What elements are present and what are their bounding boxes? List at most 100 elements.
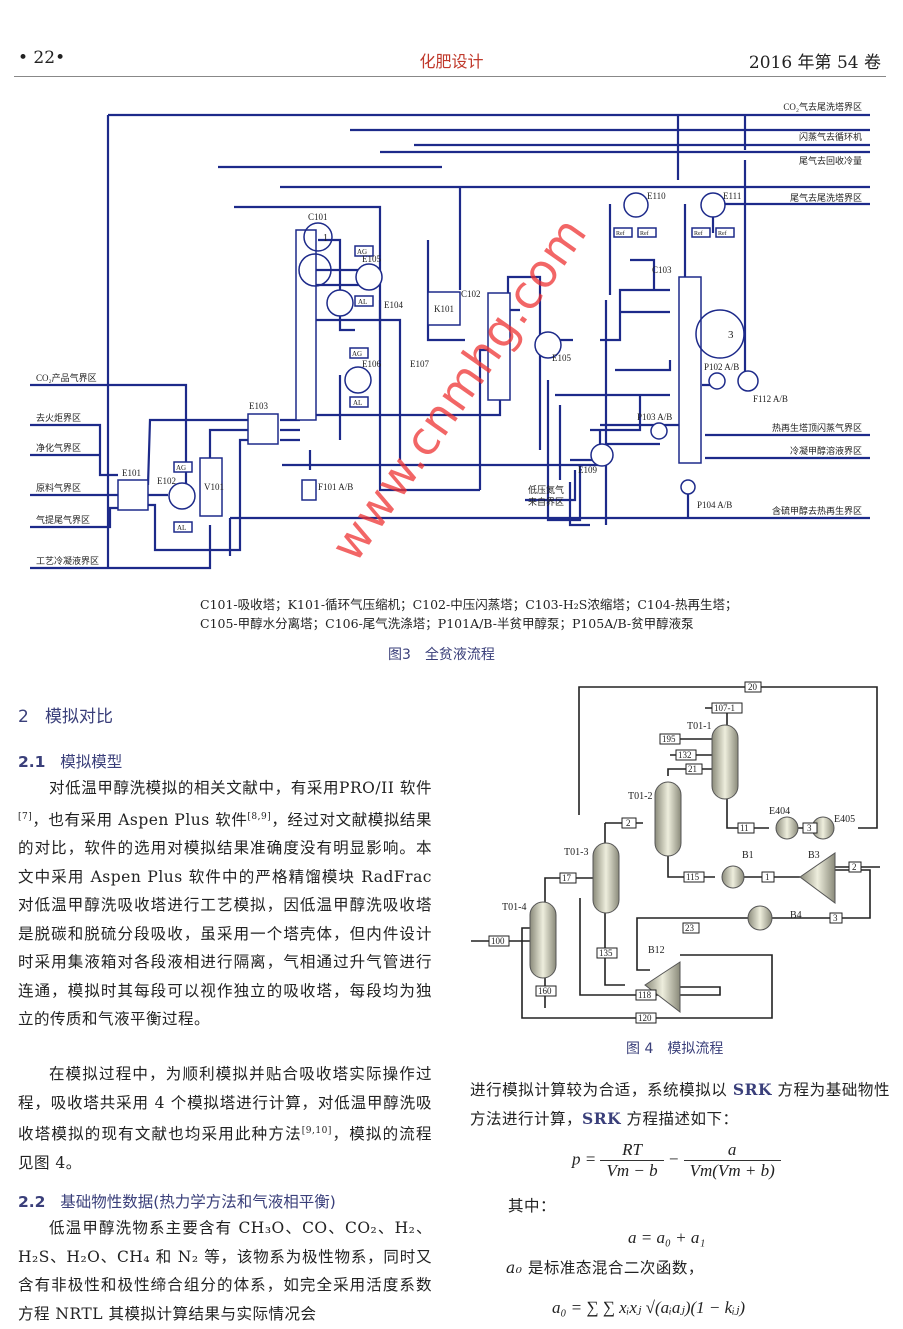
stream-2a: 2 bbox=[621, 817, 637, 829]
heater-b1 bbox=[721, 865, 745, 889]
stream-11: 11 bbox=[737, 822, 755, 834]
column-t01-2 bbox=[654, 781, 682, 857]
svg-text:闪蒸气去循环机: 闪蒸气去循环机 bbox=[799, 131, 862, 142]
splitter-b3 bbox=[799, 852, 836, 904]
stream-118: 118 bbox=[635, 989, 657, 1001]
svg-text:T01-2: T01-2 bbox=[628, 791, 652, 802]
e106-exchanger bbox=[344, 366, 372, 394]
stream-100: 100 bbox=[488, 935, 510, 947]
svg-text:V101: V101 bbox=[204, 482, 224, 492]
svg-text:1: 1 bbox=[323, 233, 328, 244]
svg-text:E105: E105 bbox=[362, 254, 381, 264]
svg-text:含硫甲醇去热再生界区: 含硫甲醇去热再生界区 bbox=[772, 505, 862, 516]
svg-text:Ref: Ref bbox=[718, 230, 727, 237]
svg-text:3: 3 bbox=[728, 329, 734, 341]
svg-text:115: 115 bbox=[686, 872, 700, 882]
figure3-caption: 图3 全贫液流程 bbox=[388, 647, 495, 663]
svg-text:尾气去回收冷量: 尾气去回收冷量 bbox=[799, 155, 862, 166]
svg-text:100: 100 bbox=[491, 936, 505, 946]
svg-text:F112 A/B: F112 A/B bbox=[753, 394, 788, 404]
svg-text:2: 2 bbox=[626, 818, 631, 828]
svg-text:低压氮气: 低压氮气 bbox=[528, 484, 564, 495]
journal-issue: 2016 年第 54 卷 bbox=[748, 53, 881, 73]
stream-195: 195 bbox=[659, 733, 681, 745]
svg-text:20: 20 bbox=[748, 682, 758, 692]
stream-3b: 3 bbox=[829, 912, 843, 924]
heater-b4 bbox=[747, 905, 773, 931]
e110-cooler bbox=[623, 192, 649, 218]
svg-text:E105: E105 bbox=[552, 353, 571, 363]
svg-text:AG: AG bbox=[357, 248, 367, 256]
journal-title: 化肥设计 bbox=[419, 52, 484, 71]
svg-text:工艺冷凝液界区: 工艺冷凝液界区 bbox=[36, 555, 99, 566]
figure4-simulation-flow: T01-1 T01-2 T01-3 T01-4 E404 E405 B1 B3 … bbox=[471, 681, 880, 1024]
svg-text:132: 132 bbox=[678, 750, 692, 760]
paragraph-srk: 进行模拟计算较为合适，系统模拟以 SRK 方程为基础物性方法进行计算，SRK 方… bbox=[470, 1080, 890, 1128]
e105-exchanger bbox=[355, 263, 383, 291]
stream-20: 20 bbox=[744, 681, 762, 693]
svg-text:Ref: Ref bbox=[694, 230, 703, 237]
e101-exchanger bbox=[117, 479, 149, 511]
p102-pump bbox=[708, 372, 726, 390]
svg-text:195: 195 bbox=[662, 734, 676, 744]
stream-1: 1 bbox=[761, 871, 775, 883]
equation-a0: a₀ = ∑ ∑ xᵢxⱼ √(aᵢaⱼ)(1 − kᵢⱼ) bbox=[552, 1298, 745, 1317]
stream-120: 120 bbox=[635, 1012, 657, 1024]
v101-vessel bbox=[199, 457, 223, 517]
svg-text:E102: E102 bbox=[157, 476, 176, 486]
svg-text:107-1: 107-1 bbox=[714, 703, 735, 713]
stream-21: 21 bbox=[685, 763, 703, 775]
svg-text:气提尾气界区: 气提尾气界区 bbox=[36, 514, 90, 525]
svg-text:B1: B1 bbox=[742, 850, 754, 861]
p104-pump bbox=[680, 479, 696, 495]
c101-column bbox=[295, 229, 317, 421]
svg-text:AL: AL bbox=[358, 298, 367, 306]
svg-text:E405: E405 bbox=[834, 814, 855, 825]
svg-text:AL: AL bbox=[353, 399, 362, 407]
subsection-2-2-heading: 2.2 基础物性数据(热力学方法和气液相平衡) bbox=[18, 1193, 336, 1211]
svg-text:冷凝甲醇溶液界区: 冷凝甲醇溶液界区 bbox=[790, 445, 862, 456]
svg-text:CO₂产品气界区: CO₂产品气界区 bbox=[36, 372, 97, 383]
e109-exchanger bbox=[590, 443, 614, 467]
svg-text:原料气界区: 原料气界区 bbox=[36, 482, 81, 493]
svg-text:E109: E109 bbox=[578, 465, 597, 475]
svg-text:AG: AG bbox=[176, 464, 186, 472]
equation-a: a = a₀ + a₁ bbox=[628, 1228, 706, 1247]
svg-text:K101: K101 bbox=[434, 304, 454, 314]
svg-text:P104 A/B: P104 A/B bbox=[697, 500, 732, 510]
svg-text:1: 1 bbox=[765, 872, 770, 882]
svg-text:3: 3 bbox=[807, 823, 812, 833]
svg-text:B4: B4 bbox=[790, 910, 802, 921]
page-number: • 22• bbox=[18, 48, 66, 68]
svg-text:160: 160 bbox=[538, 986, 552, 996]
k101-compressor bbox=[427, 291, 461, 326]
svg-text:来自界区: 来自界区 bbox=[528, 496, 564, 507]
section-heading: 2 模拟对比 bbox=[18, 707, 114, 727]
e105-right-exchanger bbox=[534, 331, 562, 359]
svg-text:3: 3 bbox=[833, 913, 838, 923]
svg-text:E404: E404 bbox=[769, 806, 790, 817]
stream-2b: 2 bbox=[848, 861, 862, 873]
stream-107-1: 107-1 bbox=[711, 702, 743, 714]
figure4-caption: 图 4 模拟流程 bbox=[626, 1041, 724, 1057]
svg-text:E106: E106 bbox=[362, 359, 381, 369]
svg-text:T01-1: T01-1 bbox=[687, 721, 711, 732]
stream-3a: 3 bbox=[802, 822, 818, 834]
co2-tail-wash-line bbox=[106, 113, 870, 568]
figure3-flow-diagram: CO₂气去尾洗塔界区 闪蒸气去循环机 尾气去回收冷量 尾气去尾洗塔界区 CO₂产… bbox=[30, 101, 870, 570]
svg-text:17: 17 bbox=[562, 873, 572, 883]
condensate-line bbox=[30, 525, 212, 570]
svg-text:E103: E103 bbox=[249, 401, 268, 411]
subsection-2-1-heading: 2.1 模拟模型 bbox=[18, 753, 123, 771]
e103-exchanger bbox=[247, 413, 279, 445]
svg-text:C103: C103 bbox=[652, 265, 672, 275]
c103-column bbox=[678, 276, 702, 464]
stream-115: 115 bbox=[683, 871, 705, 883]
svg-text:118: 118 bbox=[638, 990, 652, 1000]
svg-text:21: 21 bbox=[688, 764, 697, 774]
svg-text:P102 A/B: P102 A/B bbox=[704, 362, 739, 372]
svg-text:11: 11 bbox=[740, 823, 749, 833]
e111-cooler bbox=[700, 192, 726, 218]
figure3-legend: C101-吸收塔；K101-循环气压缩机；C102-中压闪蒸塔；C103-H₂S… bbox=[200, 597, 738, 631]
